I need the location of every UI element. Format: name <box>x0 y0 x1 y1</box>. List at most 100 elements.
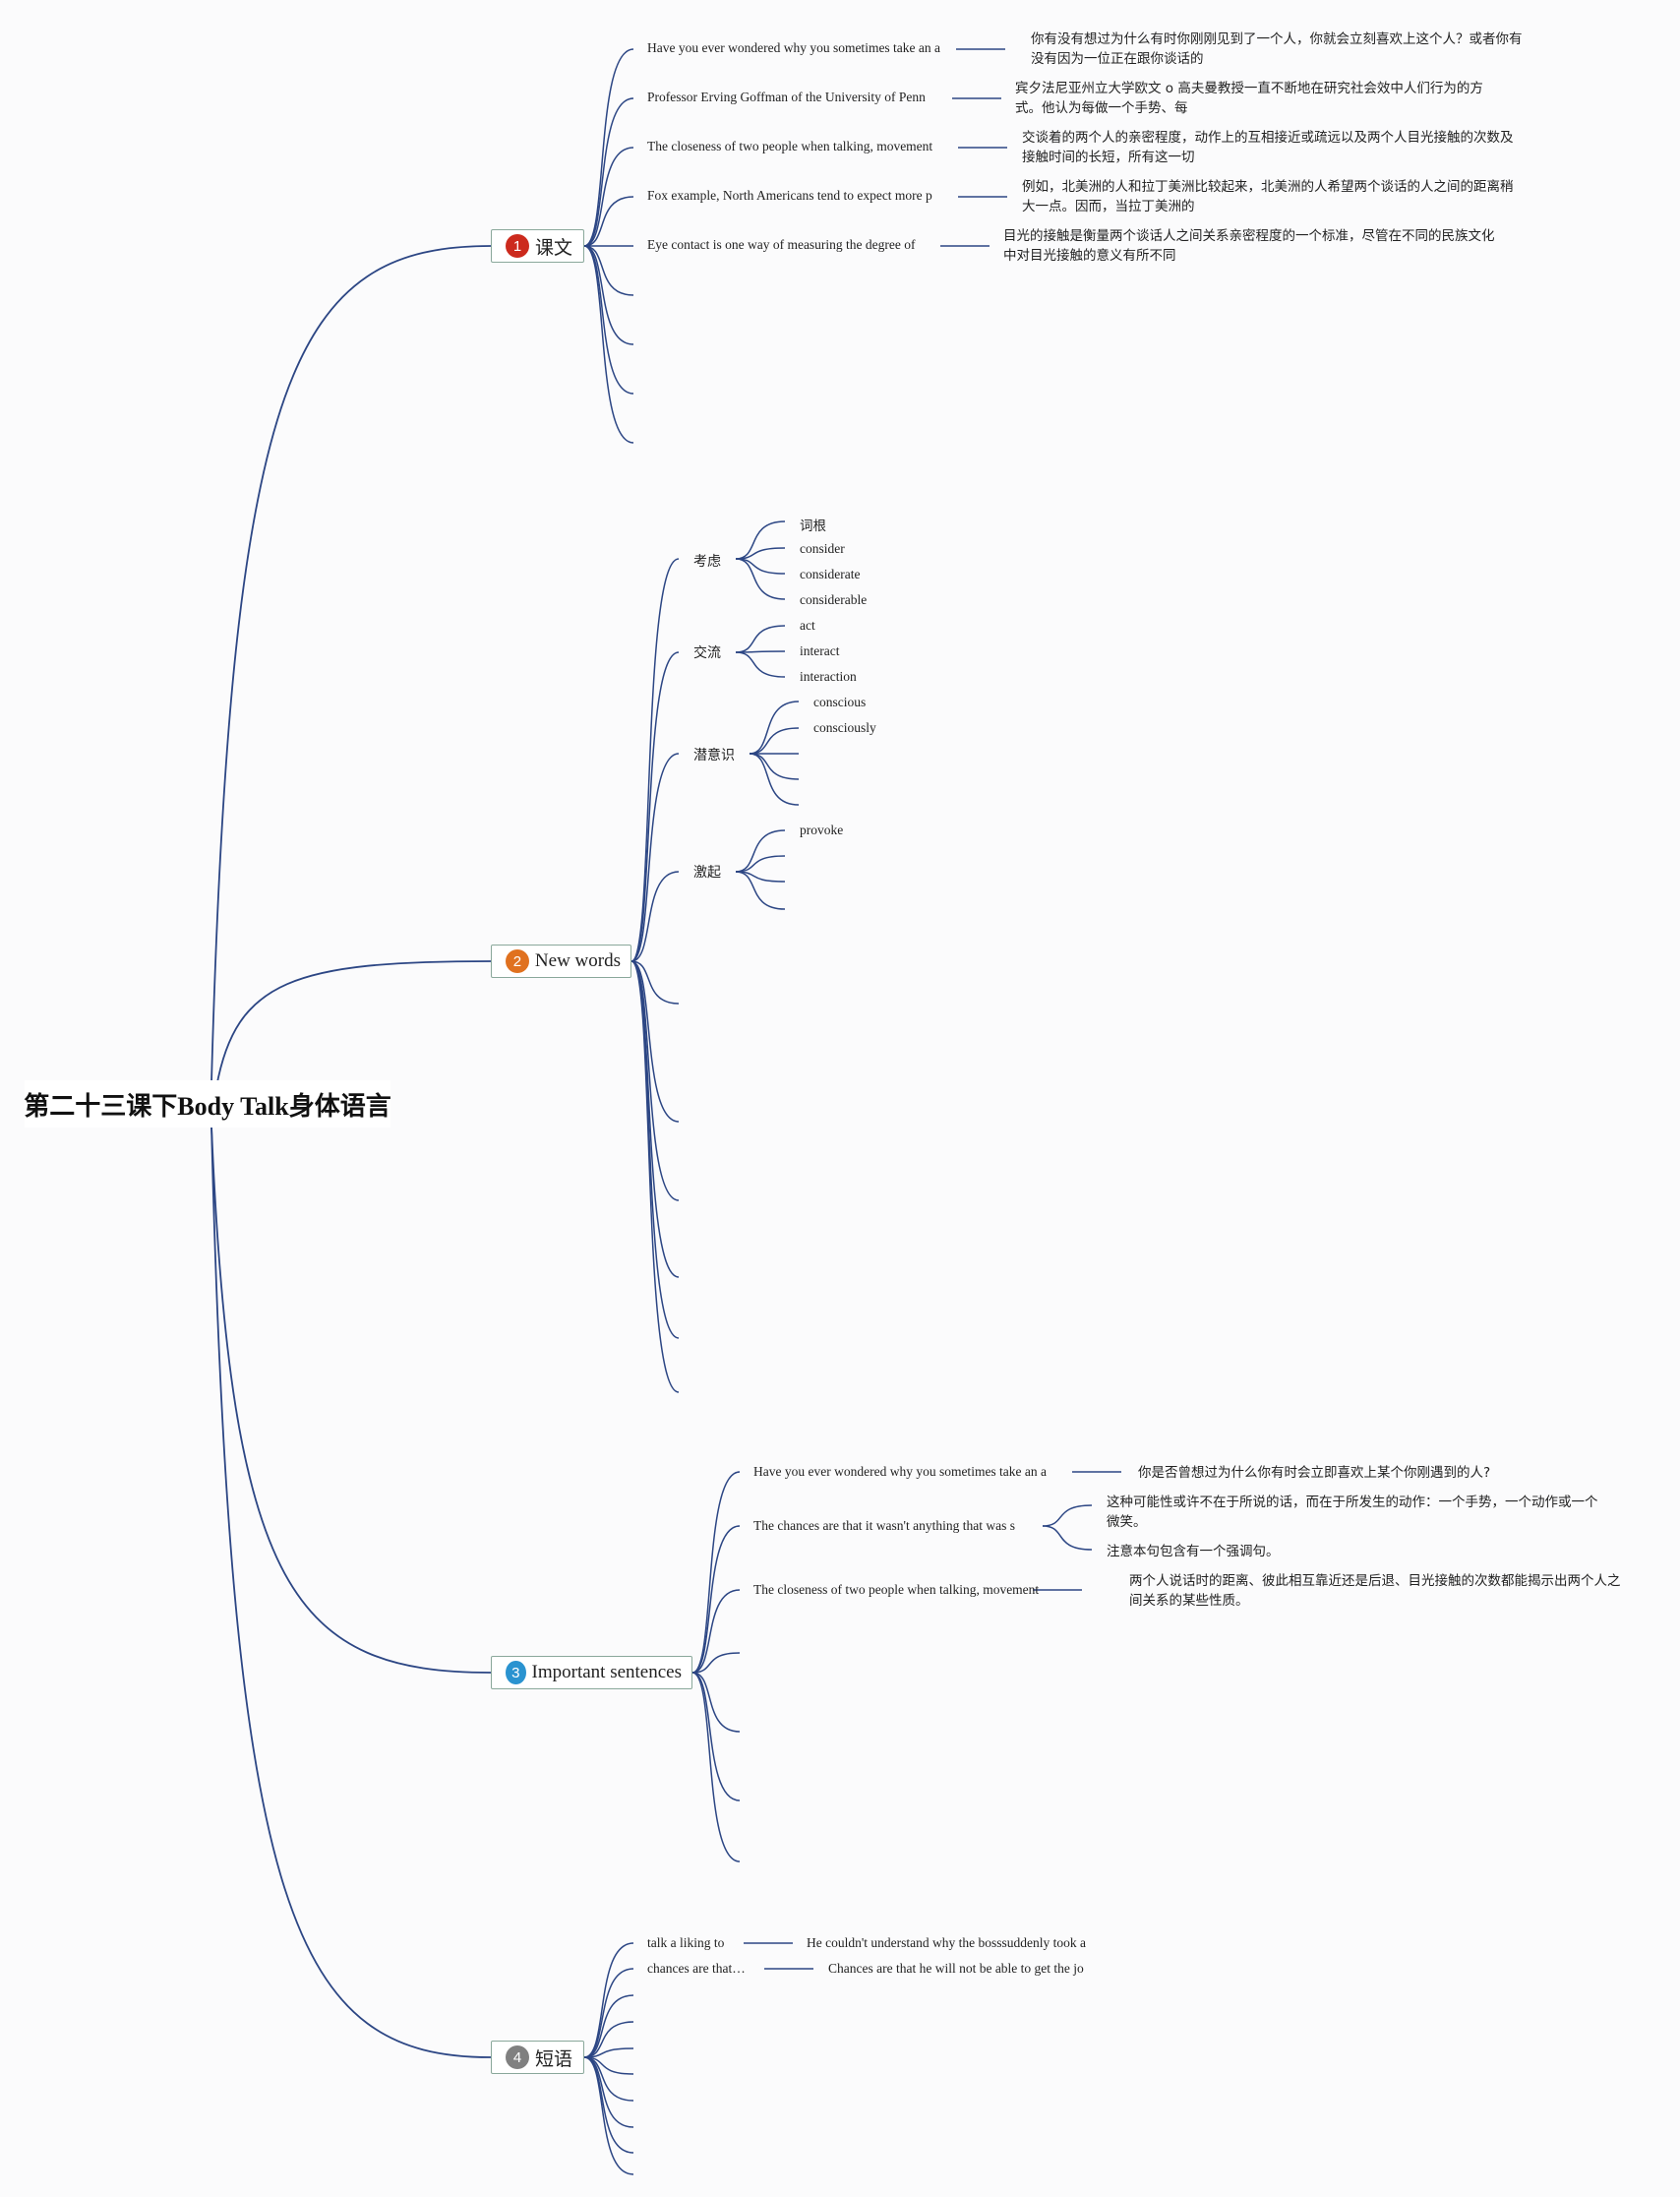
connector-curve <box>691 1589 741 1674</box>
b1-sentence-1[interactable]: Have you ever wondered why you sometimes… <box>647 40 941 55</box>
connector-curve <box>583 245 634 444</box>
connector-curve <box>691 1672 741 1733</box>
word-form[interactable]: interact <box>800 643 840 658</box>
branch-3-label: Important sentences <box>531 1662 682 1682</box>
connector-curve <box>583 2056 634 2102</box>
branch-1-label: 课文 <box>535 236 573 259</box>
connector-curve <box>630 960 680 1123</box>
branch-1-text[interactable]: 1 课文 <box>491 229 584 263</box>
connector-curve <box>1042 1504 1093 1527</box>
b3-sentence-2[interactable]: The chances are that it wasn't anything … <box>753 1518 1015 1533</box>
root-connector <box>215 960 492 1088</box>
connector-curve <box>691 1652 741 1674</box>
word-group-communicate[interactable]: 交流 <box>693 645 721 661</box>
b1-sentence-3[interactable]: The closeness of two people when talking… <box>647 139 933 153</box>
connector-curve <box>735 520 786 560</box>
connector-curve <box>583 2056 634 2128</box>
b1-translation-3[interactable]: 交谈着的两个人的亲密程度，动作上的互相接近或疏远以及两个人目光接触的次数及接触时… <box>1022 130 1514 165</box>
word-form[interactable]: 词根 <box>800 519 826 533</box>
branch-3-number-badge: 3 <box>506 1661 526 1684</box>
b1-sentence-4[interactable]: Fox example, North Americans tend to exp… <box>647 188 932 203</box>
connector-curve <box>630 651 680 962</box>
connector-curve <box>749 701 800 755</box>
b4-example-2[interactable]: Chances are that he will not be able to … <box>828 1961 1084 1976</box>
connector-curve <box>735 871 786 883</box>
word-form[interactable]: considerate <box>800 567 861 581</box>
b1-translation-2[interactable]: 宾夕法尼亚州立大学欧文 o 高夫曼教授一直不断地在研究社会效中人们行为的方式。他… <box>1015 81 1483 116</box>
connector-curve <box>735 650 786 653</box>
connector-curve <box>749 753 800 806</box>
connector-curve <box>583 245 634 296</box>
branch-4-number-badge: 4 <box>506 2045 529 2069</box>
connector-curve <box>735 558 786 575</box>
connector-curve <box>749 727 800 755</box>
b4-phrase-2[interactable]: chances are that… <box>647 1961 746 1976</box>
branch-2-number-badge: 2 <box>506 949 529 973</box>
connector-curve <box>735 558 786 600</box>
connector-curve <box>583 48 634 247</box>
b3-sentence-1[interactable]: Have you ever wondered why you sometimes… <box>753 1464 1048 1479</box>
connector-curve <box>630 960 680 1393</box>
b3-translation-3[interactable]: 两个人说话时的距离、彼此相互靠近还是后退、目光接触的次数都能揭示出两个人之间关系… <box>1129 1573 1621 1609</box>
connector-curve <box>583 196 634 247</box>
word-group-provoke[interactable]: 激起 <box>693 865 721 881</box>
word-form[interactable]: provoke <box>800 823 844 837</box>
connector-curve <box>735 625 786 653</box>
word-form[interactable]: interaction <box>800 669 857 684</box>
word-form[interactable]: consciously <box>813 720 876 735</box>
connector-curve <box>630 960 680 1339</box>
word-form[interactable]: act <box>800 618 815 633</box>
b3-translation-2[interactable]: 这种可能性或许不在于所说的话，而在于所发生的动作：一个手势，一个动作或一个微笑。 <box>1107 1495 1598 1530</box>
connector-curve <box>691 1672 741 1801</box>
connector-curve <box>630 558 680 962</box>
word-form[interactable]: considerable <box>800 592 868 607</box>
connector-curve <box>735 651 786 678</box>
b1-translation-5[interactable]: 目光的接触是衡量两个谈话人之间关系亲密程度的一个标准，尽管在不同的民族文化中对目… <box>1003 228 1495 264</box>
root-connector <box>210 1126 492 1674</box>
root-topic[interactable]: 第二十三课下Body Talk身体语言 <box>24 1080 391 1128</box>
connector-curve <box>691 1471 741 1674</box>
connector-curve <box>735 855 786 873</box>
connector-curve <box>583 147 634 247</box>
connector-curve <box>583 2056 634 2175</box>
connector-curve <box>583 2056 634 2075</box>
connector-curve <box>735 547 786 560</box>
connector-curve <box>583 97 634 247</box>
b4-phrase-1[interactable]: talk a liking to <box>647 1935 725 1950</box>
connector-curve <box>630 871 680 962</box>
branch-3-important-sentences[interactable]: 3 Important sentences <box>491 1656 692 1689</box>
connector-curve <box>630 753 680 962</box>
connector-curve <box>630 960 680 1278</box>
branch-1-number-badge: 1 <box>506 234 529 258</box>
connector-curve <box>583 2056 634 2154</box>
word-group-subconscious[interactable]: 潜意识 <box>693 748 735 763</box>
word-form[interactable]: conscious <box>813 695 867 709</box>
connector-curve <box>583 1942 634 2058</box>
connector-curve <box>749 753 800 780</box>
b1-translation-4[interactable]: 例如，北美洲的人和拉丁美洲比较起来，北美洲的人希望两个谈话的人之间的距离稍大一点… <box>1022 179 1514 214</box>
connector-curve <box>691 1525 741 1674</box>
connector-curve <box>583 245 634 345</box>
connector-curve <box>583 245 634 395</box>
b3-sentence-3[interactable]: The closeness of two people when talking… <box>753 1582 1040 1597</box>
connector-curve <box>691 1672 741 1862</box>
connector-curve <box>1042 1525 1093 1551</box>
b3-note-2[interactable]: 注意本句包含有一个强调句。 <box>1107 1544 1280 1559</box>
b1-sentence-5[interactable]: Eye contact is one way of measuring the … <box>647 237 916 252</box>
b4-example-1[interactable]: He couldn't understand why the bosssudde… <box>807 1935 1087 1950</box>
b1-sentence-2[interactable]: Professor Erving Goffman of the Universi… <box>647 90 926 104</box>
branch-4-label: 短语 <box>535 2047 573 2070</box>
b3-translation-1[interactable]: 你是否曾想过为什么你有时会立即喜欢上某个你刚遇到的人? <box>1138 1465 1491 1481</box>
b1-translation-1[interactable]: 你有没有想过为什么有时你刚刚见到了一个人，你就会立刻喜欢上这个人？或者你有没有因… <box>1031 31 1523 67</box>
connector-curve <box>630 960 680 1201</box>
root-connector <box>210 1126 492 2058</box>
word-form[interactable]: consider <box>800 541 845 556</box>
connector-curve <box>735 871 786 910</box>
connector-curve <box>583 1968 634 2058</box>
connector-curve <box>630 960 680 1005</box>
connector-curve <box>583 2047 634 2058</box>
branch-4-phrases[interactable]: 4 短语 <box>491 2041 584 2074</box>
branch-2-new-words[interactable]: 2 New words <box>491 945 631 978</box>
word-group-consider[interactable]: 考虑 <box>693 554 721 570</box>
branch-2-label: New words <box>534 950 621 971</box>
